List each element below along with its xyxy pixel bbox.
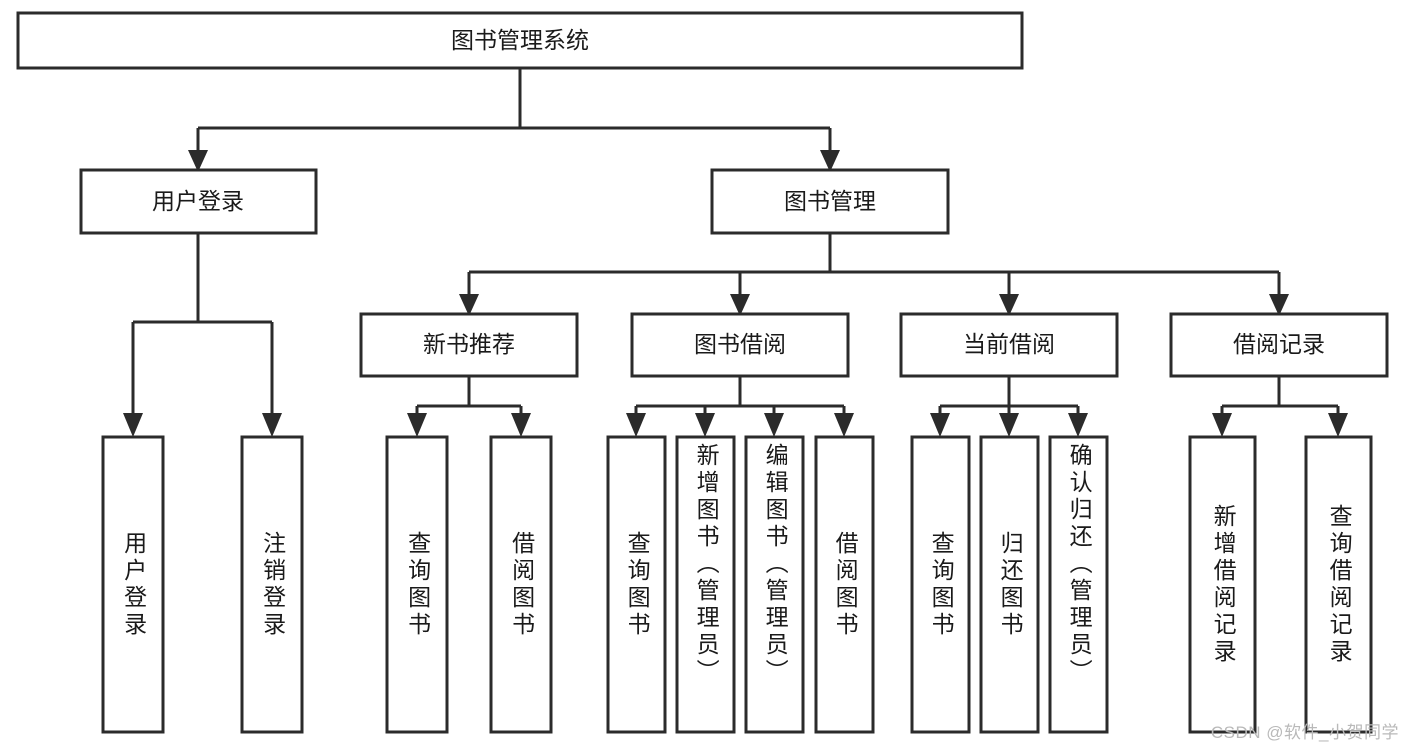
node-user-login-label: 用户登录 bbox=[152, 188, 244, 214]
leaf-box-logout[interactable] bbox=[240, 435, 304, 734]
leaf-cb-return-book[interactable]: 归还图书 bbox=[981, 437, 1038, 732]
node-book-borrow[interactable]: 图书借阅 bbox=[630, 312, 850, 378]
node-layer: 图书管理系统 用户登录 图书管理 新书推荐 图书借阅 bbox=[16, 11, 1389, 734]
leaf-br-query-record-label: 查询借阅记录 bbox=[1326, 503, 1353, 666]
leaf-box-user-login[interactable] bbox=[101, 435, 165, 734]
node-book-management-box[interactable] bbox=[710, 168, 950, 235]
leaf-box-nb-borrow-book[interactable] bbox=[489, 435, 553, 734]
leaf-box-cb-confirm-return[interactable] bbox=[1048, 435, 1109, 734]
leaf-nb-borrow-book-label: 借阅图书 bbox=[508, 530, 535, 639]
csdn-watermark: CSDN @软件_小贺同学 bbox=[1210, 723, 1399, 742]
leaf-bb-add-book[interactable]: 新增图书（管理员） bbox=[677, 437, 734, 732]
arrow-leaf-bb-add bbox=[695, 413, 715, 437]
leaf-br-query-record[interactable]: 查询借阅记录 bbox=[1306, 437, 1371, 732]
leaf-bb-borrow-book[interactable]: 借阅图书 bbox=[816, 437, 873, 732]
leaf-cb-confirm-return-label: 确认归还（管理员） bbox=[1066, 443, 1093, 686]
node-current-borrow[interactable]: 当前借阅 bbox=[899, 312, 1119, 378]
leaf-box-nb-query-book[interactable] bbox=[385, 435, 449, 734]
node-current-borrow-label: 当前借阅 bbox=[963, 331, 1055, 357]
arrow-leaf-logout bbox=[262, 413, 282, 437]
node-book-borrow-label: 图书借阅 bbox=[694, 331, 786, 357]
arrow-leaf-cb-confirm bbox=[1068, 413, 1088, 437]
node-borrow-record[interactable]: 借阅记录 bbox=[1169, 312, 1389, 378]
leaf-cb-confirm-return[interactable]: 确认归还（管理员） bbox=[1050, 437, 1107, 732]
leaf-box-br-add-record[interactable] bbox=[1188, 435, 1257, 734]
leaf-bb-add-book-label: 新增图书（管理员） bbox=[693, 443, 720, 686]
leaf-box-bb-add-book[interactable] bbox=[675, 435, 736, 734]
node-book-management[interactable]: 图书管理 bbox=[710, 168, 950, 235]
arrow-leaf-nb-borrow bbox=[511, 413, 531, 437]
leaf-bb-edit-book[interactable]: 编辑图书（管理员） bbox=[746, 437, 803, 732]
leaf-user-login[interactable]: 用户登录 bbox=[103, 437, 163, 732]
leaf-logout[interactable]: 注销登录 bbox=[242, 437, 302, 732]
leaf-cb-query-book[interactable]: 查询图书 bbox=[912, 437, 969, 732]
node-current-borrow-box[interactable] bbox=[899, 312, 1119, 378]
arrow-to-current-borrow bbox=[999, 294, 1019, 316]
leaf-box-bb-edit-book[interactable] bbox=[744, 435, 805, 734]
arrow-to-user-login bbox=[188, 150, 208, 172]
arrow-to-new-books bbox=[459, 294, 479, 316]
node-new-book-recommend-label: 新书推荐 bbox=[423, 331, 515, 357]
leaf-bb-edit-book-label: 编辑图书（管理员） bbox=[762, 443, 789, 686]
arrow-leaf-bb-edit bbox=[764, 413, 784, 437]
node-user-login-box[interactable] bbox=[79, 168, 318, 235]
arrow-leaf-cb-query bbox=[930, 413, 950, 437]
node-user-login[interactable]: 用户登录 bbox=[79, 168, 318, 235]
leaf-bb-borrow-book-label: 借阅图书 bbox=[832, 530, 859, 639]
node-borrow-record-box[interactable] bbox=[1169, 312, 1389, 378]
leaf-box-bb-query-book[interactable] bbox=[606, 435, 667, 734]
node-root-label: 图书管理系统 bbox=[451, 27, 589, 53]
leaf-nb-query-book[interactable]: 查询图书 bbox=[387, 437, 447, 732]
node-root[interactable]: 图书管理系统 bbox=[16, 11, 1024, 70]
arrow-to-borrow-record bbox=[1269, 294, 1289, 316]
arrow-leaf-bb-borrow bbox=[834, 413, 854, 437]
arrow-leaf-nb-query bbox=[407, 413, 427, 437]
leaf-br-add-record-label: 新增借阅记录 bbox=[1210, 503, 1237, 666]
arrow-leaf-user-login bbox=[123, 413, 143, 437]
leaf-box-br-query-record[interactable] bbox=[1304, 435, 1373, 734]
arrow-leaf-cb-return bbox=[999, 413, 1019, 437]
node-borrow-record-label: 借阅记录 bbox=[1233, 331, 1325, 357]
leaf-bb-query-book-label: 查询图书 bbox=[624, 530, 651, 639]
arrow-leaf-br-query bbox=[1328, 413, 1348, 437]
leaf-nb-borrow-book[interactable]: 借阅图书 bbox=[491, 437, 551, 732]
arrow-to-book-borrow bbox=[730, 294, 750, 316]
node-new-book-recommend-box[interactable] bbox=[359, 312, 579, 378]
arrow-to-book-mgmt bbox=[820, 150, 840, 172]
arrow-leaf-br-add bbox=[1212, 413, 1232, 437]
node-new-book-recommend[interactable]: 新书推荐 bbox=[359, 312, 579, 378]
connector-layer bbox=[123, 68, 1348, 437]
node-book-borrow-box[interactable] bbox=[630, 312, 850, 378]
node-book-management-label: 图书管理 bbox=[784, 188, 876, 214]
leaf-box-bb-borrow-book[interactable] bbox=[814, 435, 875, 734]
leaf-user-login-label: 用户登录 bbox=[120, 530, 147, 639]
leaf-bb-query-book[interactable]: 查询图书 bbox=[608, 437, 665, 732]
leaf-box-cb-query-book[interactable] bbox=[910, 435, 971, 734]
arrow-leaf-bb-query bbox=[626, 413, 646, 437]
node-root-box[interactable] bbox=[16, 11, 1024, 70]
leaf-box-cb-return-book[interactable] bbox=[979, 435, 1040, 734]
leaf-nb-query-book-label: 查询图书 bbox=[404, 530, 431, 639]
leaf-br-add-record[interactable]: 新增借阅记录 bbox=[1190, 437, 1255, 732]
leaf-cb-return-book-label: 归还图书 bbox=[997, 530, 1024, 639]
leaf-cb-query-book-label: 查询图书 bbox=[928, 530, 955, 639]
leaf-logout-label: 注销登录 bbox=[259, 530, 286, 639]
